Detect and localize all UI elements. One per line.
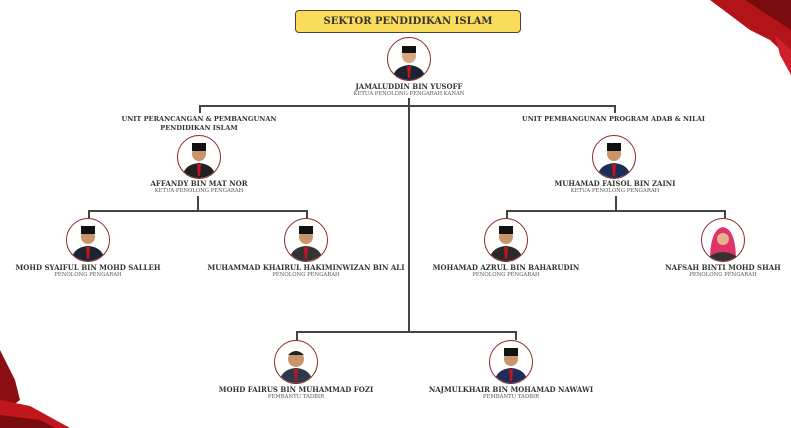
person-label: NAFSAH BINTI MOHD SHAH PENOLONG PENGARAH <box>665 263 781 279</box>
person-name: NAFSAH BINTI MOHD SHAH <box>665 263 781 272</box>
person-name: AFFANDY BIN MAT NOR <box>150 179 248 188</box>
person-role: PENOLONG PENGARAH <box>472 272 540 278</box>
person-label: MUHAMAD FAISOL BIN ZAINI KETUA PENOLONG … <box>555 179 676 195</box>
connector <box>614 105 616 113</box>
person-name: MUHAMMAD KHAIRUL HAKIMINWIZAN BIN ALI <box>207 263 405 272</box>
person-name: MOHAMAD AZRUL BIN BAHARUDIN <box>432 263 580 272</box>
person-role: KETUA PENOLONG PENGARAH <box>570 188 660 194</box>
connector <box>506 210 725 212</box>
connector <box>615 196 617 211</box>
person-role: KETUA PENOLONG PENGARAH <box>154 188 244 194</box>
person-role: KETUA PENOLONG PENGARAH KANAN <box>353 91 465 97</box>
corner-decoration-top-right <box>710 0 791 75</box>
person-role: PENOLONG PENGARAH <box>54 272 122 278</box>
avatar-photo <box>66 218 110 262</box>
connector <box>88 210 90 218</box>
connector <box>88 210 307 212</box>
avatar-photo <box>177 135 221 179</box>
avatar-photo <box>484 218 528 262</box>
person-label: AFFANDY BIN MAT NOR KETUA PENOLONG PENGA… <box>150 179 247 195</box>
unit-label: UNIT PEMBANGUNAN PROGRAM ADAB & NILAI <box>522 115 705 123</box>
person-label: MOHAMAD AZRUL BIN BAHARUDIN PENOLONG PEN… <box>433 263 579 279</box>
avatar-photo <box>274 340 318 384</box>
corner-decoration-bottom-left <box>0 350 70 428</box>
person-role: PENOLONG PENGARAH <box>689 272 757 278</box>
avatar-photo <box>592 135 636 179</box>
connector <box>199 105 201 113</box>
person-role: PEMBANTU TADBIR <box>267 394 325 400</box>
connector <box>197 196 199 211</box>
person-name: JAMALUDDIN BIN YUSOFF <box>355 82 463 91</box>
person-name: MOHD SYAIFUL BIN MOHD SALLEH <box>15 263 161 272</box>
person-name: NAJMULKHAIR BIN MOHAMAD NAWAWI <box>428 385 594 394</box>
unit-label: UNIT PERANCANGAN & PEMBANGUNAN PENDIDIKA… <box>121 115 277 132</box>
avatar-photo <box>284 218 328 262</box>
person-label: NAJMULKHAIR BIN MOHAMAD NAWAWI PEMBANTU … <box>429 385 593 401</box>
avatar-photo <box>701 218 745 262</box>
connector <box>515 331 517 340</box>
connector <box>506 210 508 218</box>
person-label: MOHD FAIRUS BIN MUHAMMAD FOZI PEMBANTU T… <box>219 385 373 401</box>
avatar-photo <box>489 340 533 384</box>
person-role: PENOLONG PENGARAH <box>272 272 340 278</box>
person-name: MUHAMAD FAISOL BIN ZAINI <box>554 179 676 188</box>
connector <box>296 331 516 333</box>
connector <box>306 210 308 218</box>
connector <box>199 105 615 107</box>
person-label: MUHAMMAD KHAIRUL HAKIMINWIZAN BIN ALI PE… <box>207 263 404 279</box>
person-label: JAMALUDDIN BIN YUSOFF KETUA PENOLONG PEN… <box>354 82 465 98</box>
person-role: PEMBANTU TADBIR <box>482 394 540 400</box>
sector-title: SEKTOR PENDIDIKAN ISLAM <box>295 10 521 33</box>
person-label: MOHD SYAIFUL BIN MOHD SALLEH PENOLONG PE… <box>16 263 161 279</box>
connector <box>408 98 410 332</box>
connector <box>724 210 726 218</box>
person-name: MOHD FAIRUS BIN MUHAMMAD FOZI <box>218 385 374 394</box>
avatar-photo <box>387 37 431 81</box>
connector <box>296 331 298 340</box>
